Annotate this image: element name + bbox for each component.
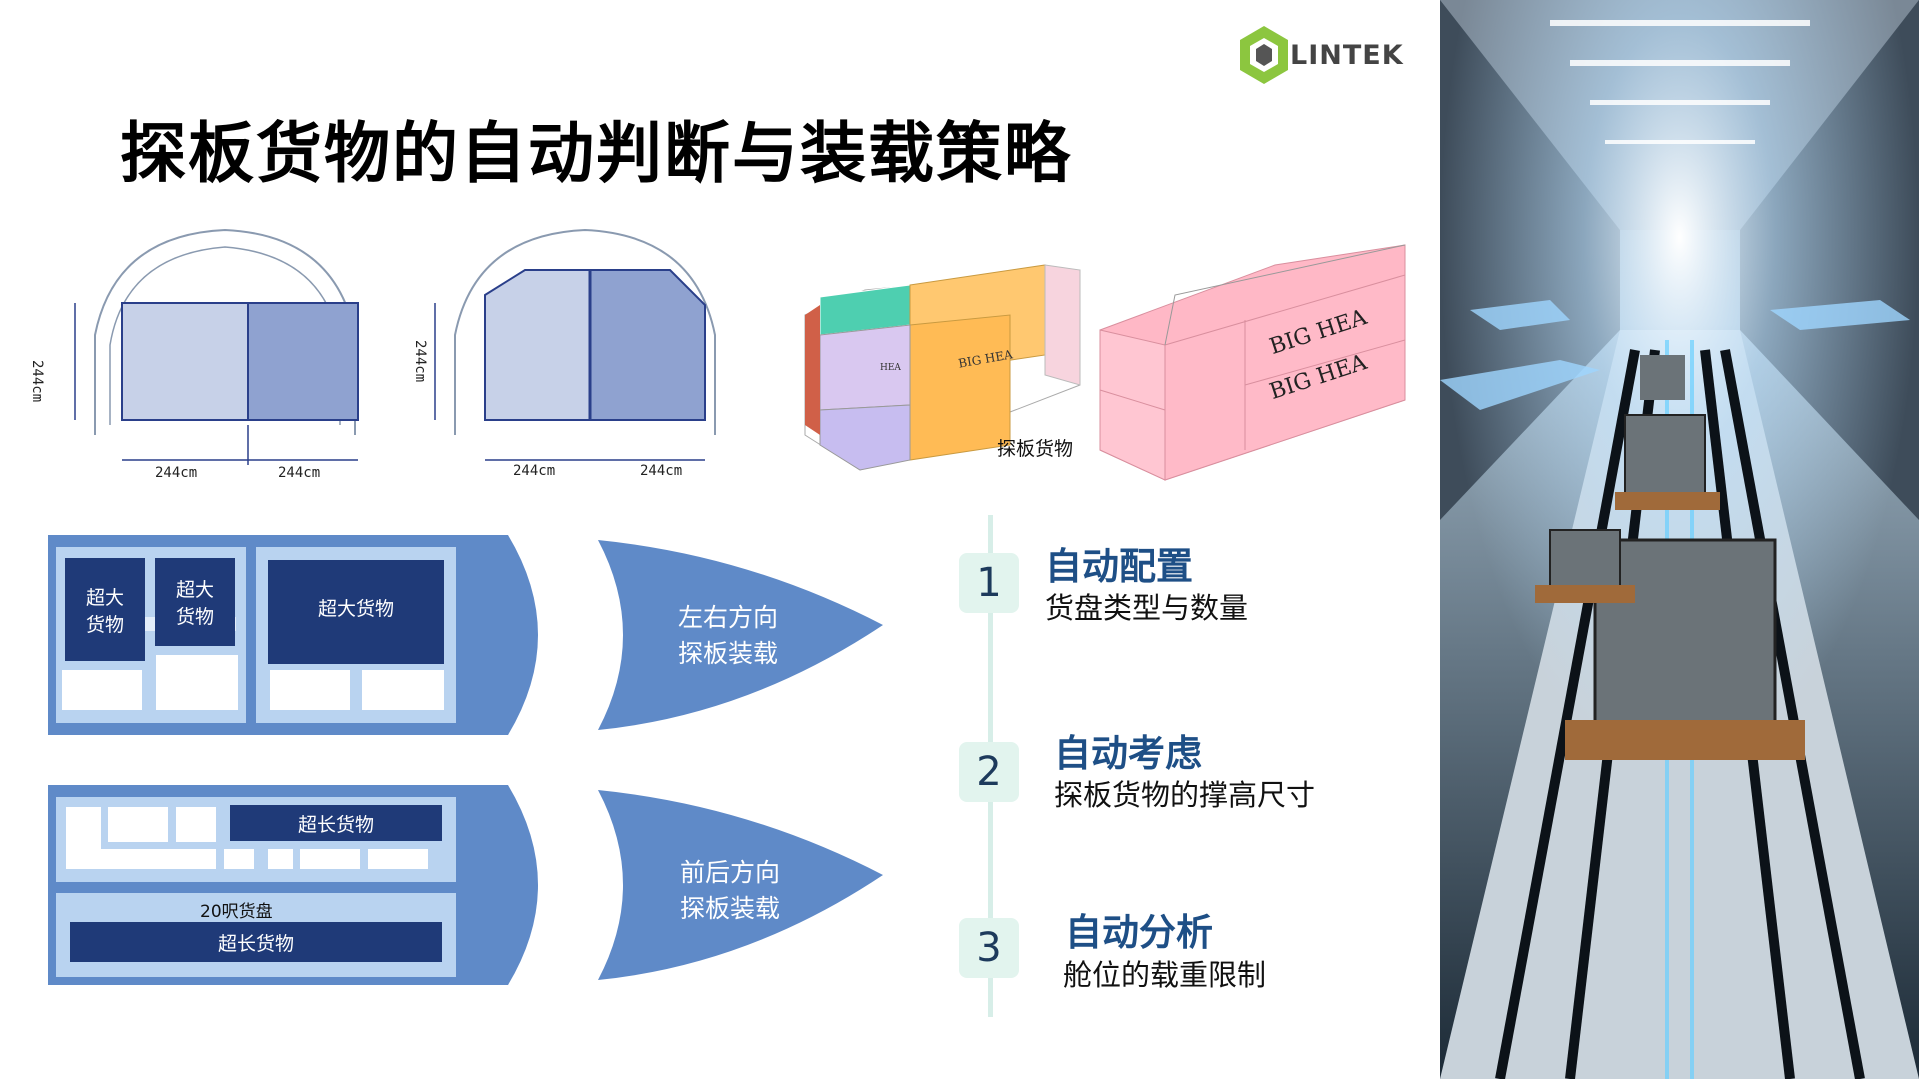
hull-bottom-label-line2: 探板装载 xyxy=(679,894,780,923)
logo-text: LINTEK xyxy=(1290,40,1404,71)
container-3d-pink xyxy=(1099,244,1406,481)
dim-width-left-b: 244cm xyxy=(278,465,321,481)
hull-bottom-label: 前后方向 探板装载 xyxy=(630,855,830,927)
hull-bottom-label-line1: 前后方向 xyxy=(679,858,780,887)
cross-section-left xyxy=(74,228,359,465)
cargo-oversize-2-label: 超大 货物 xyxy=(175,579,214,628)
cargo-oversize-3-label: 超大货物 xyxy=(317,598,394,620)
step-3-number: 3 xyxy=(959,918,1019,978)
step-2-title: 自动考虑 xyxy=(1054,732,1202,775)
pallet-20ft-label: 20呎货盘 xyxy=(200,902,273,922)
dim-width-right-a: 244cm xyxy=(513,463,556,479)
cargo-oversize-2: 超大 货物 xyxy=(155,558,235,646)
step-2-sub: 探板货物的撑高尺寸 xyxy=(1054,778,1316,812)
cargo-long-bottom: 超长货物 xyxy=(70,922,442,962)
hull-top-label: 左右方向 探板装载 xyxy=(628,600,828,672)
cargo-oversize-3: 超大货物 xyxy=(268,560,444,664)
dim-width-left-a: 244cm xyxy=(155,465,198,481)
cargo-oversize-1-label: 超大 货物 xyxy=(85,586,124,636)
cargo-long-top-label: 超长货物 xyxy=(297,813,374,836)
cargo-oversize-1: 超大 货物 xyxy=(65,558,145,661)
dim-height-right: 244cm xyxy=(412,340,428,383)
dim-height-left: 244cm xyxy=(29,360,45,403)
step-1-number: 1 xyxy=(959,553,1019,613)
box-label-hea: HEA xyxy=(880,363,901,373)
step-1-title: 自动配置 xyxy=(1045,545,1193,588)
lintek-logo-icon xyxy=(1240,26,1288,84)
step-3-title: 自动分析 xyxy=(1065,911,1213,954)
step-3-sub: 舱位的载重限制 xyxy=(1063,958,1267,992)
container-caption: 探板货物 xyxy=(997,438,1074,460)
cargo-long-top: 超长货物 xyxy=(230,805,442,841)
cross-section-right xyxy=(434,228,716,461)
page-title: 探板货物的自动判断与装载策略 xyxy=(120,115,1072,192)
cargo-long-bottom-label: 超长货物 xyxy=(217,932,294,955)
step-2-number: 2 xyxy=(959,742,1019,802)
container-3d-mixed xyxy=(804,264,1081,471)
hull-top-label-line2: 探板装载 xyxy=(677,639,778,668)
dim-width-right-b: 244cm xyxy=(640,463,683,479)
hull-top-label-line1: 左右方向 xyxy=(677,603,778,632)
cargo-hold-image xyxy=(1440,0,1919,1079)
step-1-sub: 货盘类型与数量 xyxy=(1045,591,1249,625)
